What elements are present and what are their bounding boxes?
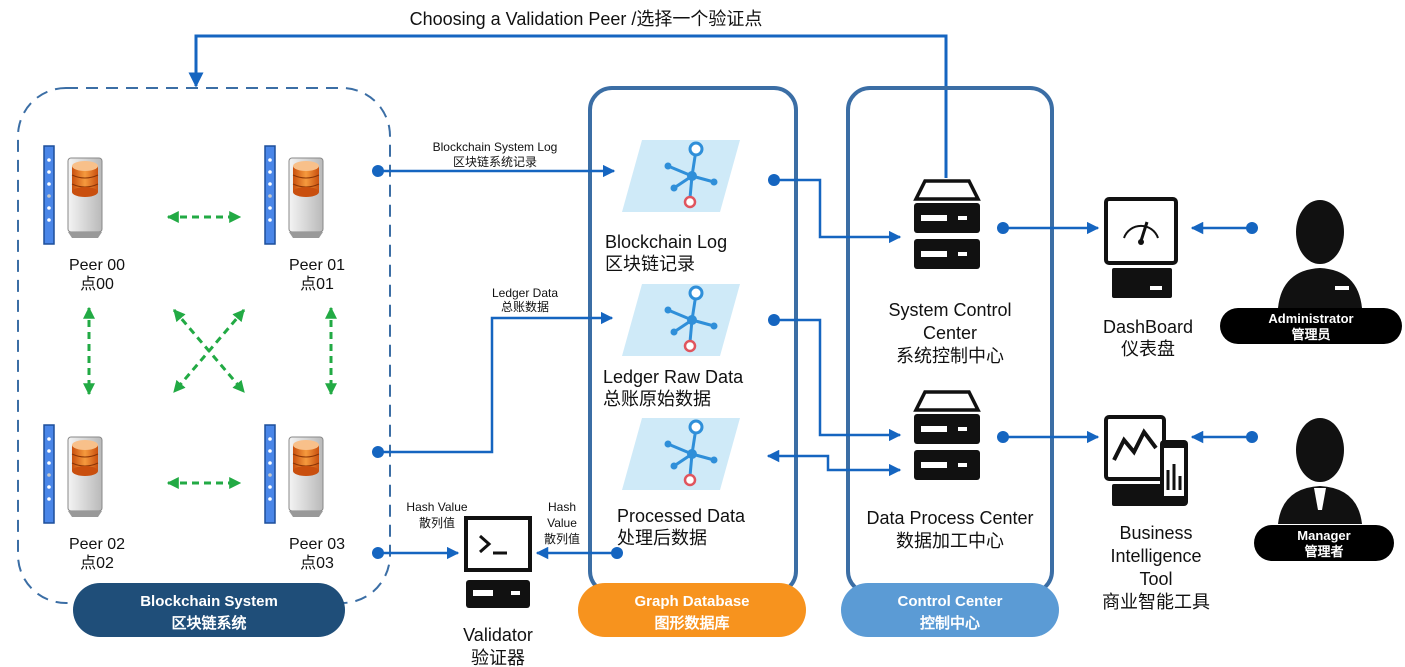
graph-database-badge [578,583,806,637]
validator-cn-label: 验证器 [471,648,525,667]
connector-endpoints [372,165,1258,559]
peer-00-server-icon [43,145,103,245]
data-process-center-label: Data Process Center [866,508,1033,528]
bi-tool-label-line2: Intelligence [1110,546,1201,566]
hash-value-left-label: Hash Value [406,500,467,514]
processed-data-label: Processed Data [617,506,746,526]
system-control-label: System Control [888,300,1011,320]
peer-00-cn-label: 点00 [80,275,114,293]
administrator-cn-label: 管理员 [1291,327,1330,342]
control-center-title: Control Center [898,593,1003,610]
dashboard-monitor-icon [1104,197,1178,298]
manager-person-icon [1278,418,1362,524]
administrator-person-icon [1278,200,1362,308]
blockchain-log-cn-label: 区块链记录 [605,254,695,274]
administrator-badge [1220,308,1402,344]
validator-label: Validator [463,625,533,645]
blockchain-system-title: Blockchain System [140,593,278,610]
ledger-raw-data-cn-label: 总账原始数据 [603,389,711,409]
control-center-title-cn: 控制中心 [920,614,980,632]
ledger-raw-data-label: Ledger Raw Data [603,367,744,387]
bi-tool-label-line1: Business [1119,523,1192,543]
ledger-connector-label: Ledger Data [492,286,558,300]
bi-tool-icon [1104,415,1188,506]
validator-terminal-icon [464,516,532,608]
peer-03-label: Peer 03 [289,536,345,553]
peer-00-label: Peer 00 [69,257,125,274]
system-control-label-line2: Center [923,323,977,343]
processed-data-graph-icon [620,416,742,492]
bi-tool-cn-label: 商业智能工具 [1102,592,1210,612]
peer-02-cn-label: 点02 [80,554,114,572]
validation-peer-arrow [188,34,948,178]
blockchain-system-title-cn: 区块链系统 [171,614,246,632]
system-control-center-server-icon [912,179,982,271]
dashboard-label: DashBoard [1103,317,1193,337]
control-center-badge [841,583,1059,637]
data-flow-connectors [378,164,1252,560]
hash-value-left-cn-label: 散列值 [419,515,455,530]
peer-03-server-icon [264,424,324,524]
blockchain-system-badge [73,583,345,637]
blockchain-log-graph-icon [620,138,742,214]
peer-02-server-icon [43,424,103,524]
system-log-connector-label: Blockchain System Log [433,140,558,154]
system-control-cn-label: 系统控制中心 [896,346,1004,366]
data-process-center-cn-label: 数据加工中心 [896,531,1004,551]
hash-value-right-label: Hash [548,500,576,514]
blockchain-log-label: Blockchain Log [605,232,727,252]
top-label: Choosing a Validation Peer /选择一个验证点 [410,9,763,29]
peer-01-cn-label: 点01 [300,275,334,293]
ledger-raw-data-graph-icon [620,282,742,358]
peer-01-server-icon [264,145,324,245]
graph-database-title: Graph Database [634,593,749,610]
administrator-label: Administrator [1268,311,1353,326]
data-process-center-server-icon [912,390,982,482]
ledger-connector-cn-label: 总账数据 [501,299,549,314]
peer-02-label: Peer 02 [69,536,125,553]
manager-label: Manager [1297,528,1350,543]
graph-database-title-cn: 图形数据库 [654,614,729,632]
peer-01-label: Peer 01 [289,257,345,274]
peer-03-cn-label: 点03 [300,554,334,572]
dashboard-cn-label: 仪表盘 [1121,339,1175,359]
hash-value-right-label-line2: Value [547,516,577,530]
manager-badge [1254,525,1394,561]
peer-links [83,211,337,489]
bi-tool-label-line3: Tool [1139,569,1172,589]
processed-data-cn-label: 处理后数据 [617,528,707,548]
manager-cn-label: 管理者 [1304,544,1343,559]
system-log-connector-cn-label: 区块链系统记录 [453,154,537,169]
hash-value-right-cn-label: 散列值 [544,531,580,546]
